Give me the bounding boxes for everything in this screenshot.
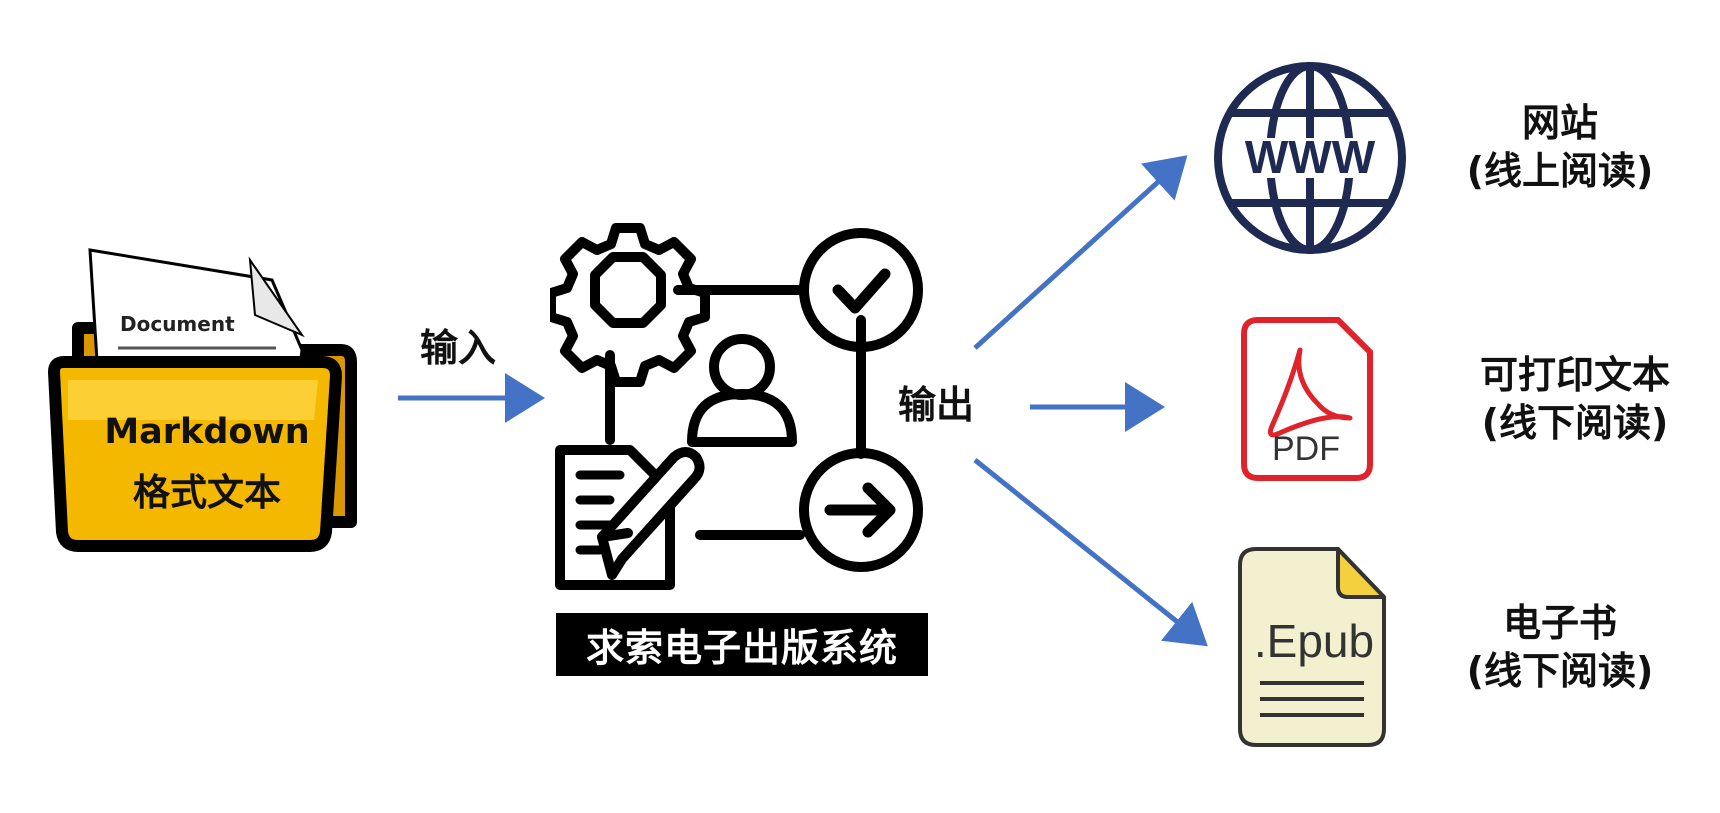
pdf-label: 可打印文本 (线下阅读)	[1440, 352, 1710, 447]
website-label: 网站 (线上阅读)	[1440, 100, 1680, 195]
folder-label-line2: 格式文本	[133, 471, 281, 514]
epub-label: 电子书 (线下阅读)	[1440, 600, 1680, 695]
input-label: 输入	[420, 326, 497, 370]
pdf-icon-text: PDF	[1272, 430, 1340, 468]
output-arrow-epub	[973, 458, 1208, 647]
www-globe-icon: WWW	[1214, 62, 1406, 254]
gear-icon	[550, 223, 710, 387]
system-title: 求索电子出版系统	[556, 613, 928, 676]
epub-label-line2: (线下阅读)	[1466, 648, 1654, 693]
markdown-folder: Document	[40, 240, 360, 560]
epub-icon-text: .Epub	[1254, 615, 1374, 667]
pdf-file-icon: PDF	[1241, 317, 1373, 481]
website-label-line2: (线上阅读)	[1466, 148, 1654, 193]
svg-text:WWW: WWW	[1245, 131, 1376, 183]
output-arrow-website	[973, 155, 1188, 350]
document-title: Document	[120, 312, 235, 336]
pdf-label-line1: 可打印文本	[1479, 353, 1670, 397]
publishing-system-icon	[550, 223, 923, 590]
pdf-label-line2: (线下阅读)	[1481, 400, 1669, 445]
folder-label-line1: Markdown	[104, 412, 310, 452]
epub-label-line1: 电子书	[1502, 601, 1617, 645]
output-label: 输出	[898, 383, 975, 427]
website-label-line1: 网站	[1521, 101, 1598, 145]
epub-file-icon: .Epub	[1238, 547, 1386, 747]
folder-icon	[48, 248, 357, 552]
